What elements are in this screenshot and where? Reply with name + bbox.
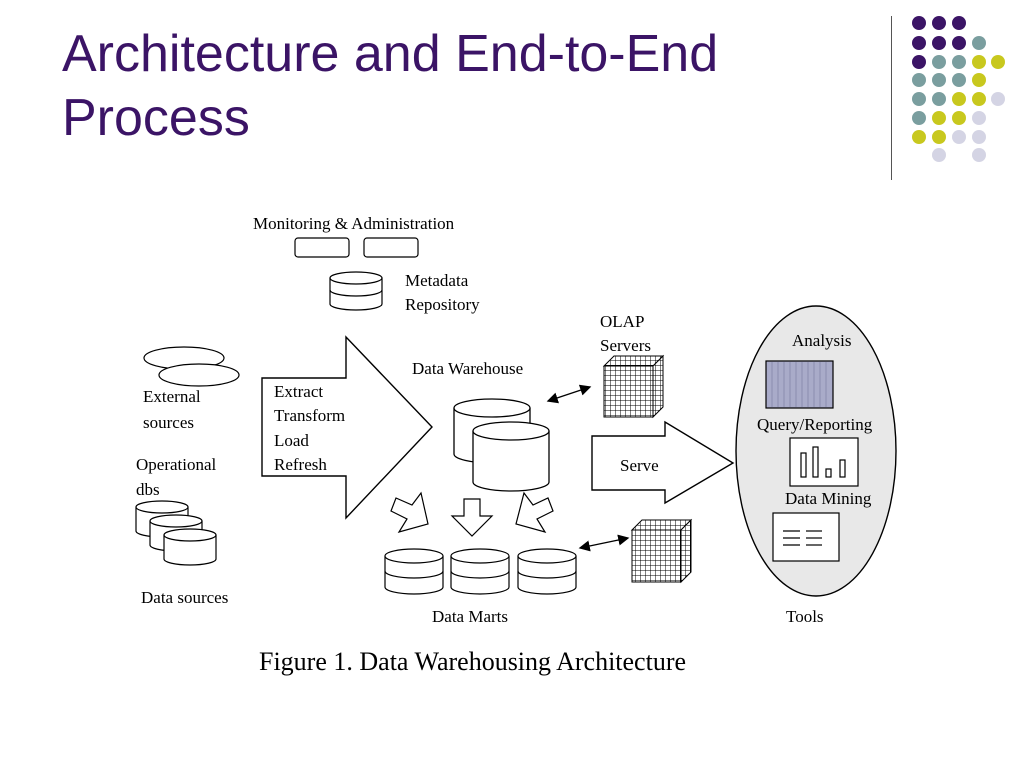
slide-title: Architecture and End-to-End Process [62,22,862,150]
dot [912,55,926,69]
dot [932,36,946,50]
dot [972,55,986,69]
olap-label-line-1: OLAP [600,312,644,331]
operational-label-line-1: Operational [136,455,217,474]
dot [952,55,966,69]
dot [912,36,926,50]
figure-caption: Figure 1. Data Warehousing Architecture [259,647,686,676]
dot [912,92,926,106]
olap-cube-lower [630,518,693,584]
external-label-line-2: sources [143,413,194,432]
dot [972,73,986,87]
dot [932,111,946,125]
text-lines-icon [783,530,822,546]
data-marts-label: Data Marts [432,607,508,626]
dot [932,148,946,162]
decorative-dot-grid [912,16,1005,162]
dot [972,130,986,144]
dot [952,16,966,30]
analysis-panel [765,360,834,409]
metadata-label-line-2: Repository [405,295,480,314]
dot [952,111,966,125]
tools-label: Tools [786,607,824,626]
analysis-label: Analysis [792,331,852,350]
title-divider-line [891,16,892,180]
marts-olap-arrow [578,534,630,552]
serve-arrow [591,420,735,505]
data-warehouse-label: Data Warehouse [412,359,523,378]
data-sources-label: Data sources [141,588,228,607]
down-arrow-left [390,491,429,533]
external-label-line-1: External [143,387,201,406]
olap-label-line-2: Servers [600,336,651,355]
data-mining-panel [772,512,840,562]
slide-title-line-1: Architecture and End-to-End [62,25,719,83]
metadata-label-line-1: Metadata [405,271,469,290]
dot [972,148,986,162]
dot [952,73,966,87]
analysis-panel-stripes [771,362,827,407]
etl-step-load: Load [274,431,309,450]
dot [972,92,986,106]
dot [952,130,966,144]
down-arrow-center [450,498,494,537]
data-warehouse-cylinders [453,398,550,492]
dot [952,92,966,106]
dot [991,92,1005,106]
dot [932,92,946,106]
dot [912,73,926,87]
dot [991,55,1005,69]
monitoring-box-2 [363,237,419,258]
external-sources-icon [143,346,240,387]
query-reporting-panel [789,437,859,487]
dot [932,130,946,144]
data-mining-label: Data Mining [785,489,872,508]
monitoring-label: Monitoring & Administration [253,214,455,233]
monitoring-box-1 [294,237,350,258]
warehouse-olap-arrow [546,384,592,404]
data-marts-cylinders [384,548,577,595]
dot [932,73,946,87]
etl-step-refresh: Refresh [274,455,327,474]
dot [972,111,986,125]
down-arrow-right [515,491,554,533]
slide-title-line-2: Process [62,89,250,147]
bar-chart-icon [800,446,846,478]
dot [932,16,946,30]
operational-label-line-2: dbs [136,480,160,499]
dot [972,36,986,50]
serve-label: Serve [620,456,659,475]
olap-cube-upper [602,354,665,419]
dot [912,130,926,144]
metadata-repository-cylinder [329,271,383,311]
etl-arrow [261,335,433,520]
query-reporting-label: Query/Reporting [757,415,873,434]
dot [952,36,966,50]
dot [932,55,946,69]
operational-dbs-cylinders [135,500,217,566]
dot [912,111,926,125]
dot [912,16,926,30]
etl-step-extract: Extract [274,382,323,401]
etl-step-transform: Transform [274,406,345,425]
